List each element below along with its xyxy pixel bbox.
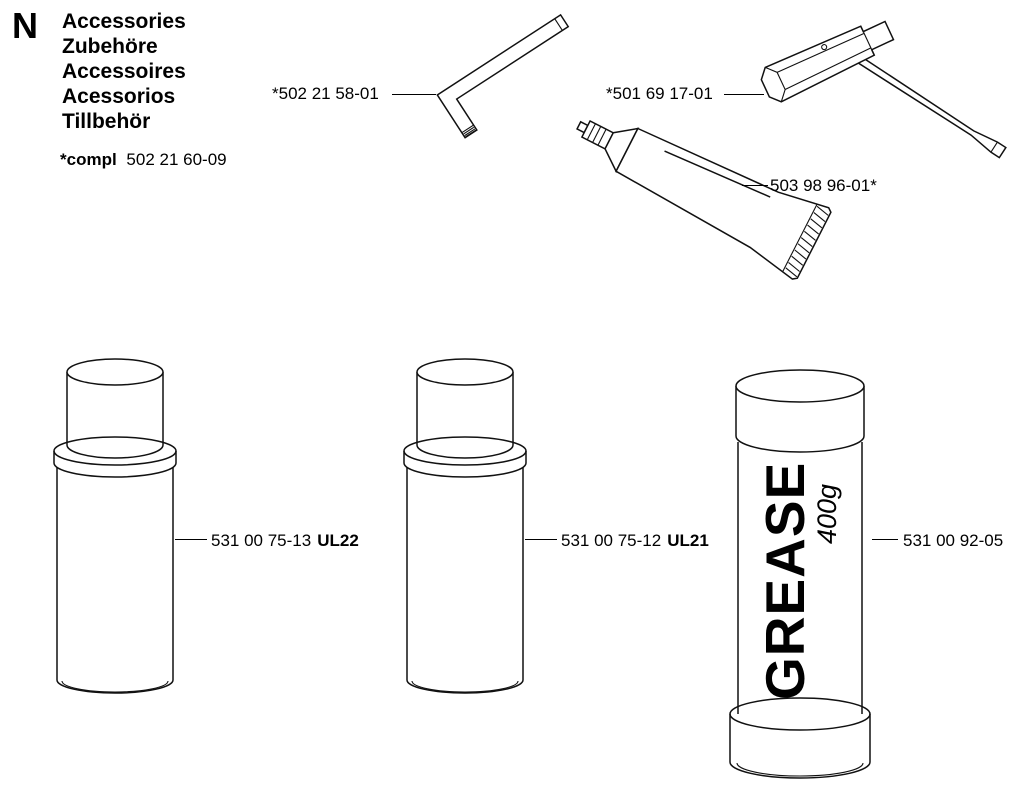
grease-body-text: GREASE (754, 462, 816, 700)
compl-reference: *compl 502 21 60-09 (60, 150, 227, 170)
leader-allen-key (392, 94, 436, 95)
sealant-tube-drawing (576, 119, 832, 280)
grease-weight-text: 400g (812, 484, 842, 544)
part-label-grease-cartridge: 531 00 92-05 (903, 531, 1004, 550)
title-block: Accessories Zubehöre Accessoires Acessor… (62, 9, 186, 134)
title-de: Zubehöre (62, 35, 158, 58)
title-en: Accessories (62, 10, 186, 33)
spray-can-1-drawing (53, 358, 177, 694)
socket-body (760, 20, 895, 103)
title-fr: Accessoires (62, 60, 186, 83)
part-code: UL22 (317, 531, 359, 550)
part-code: UL21 (667, 531, 709, 550)
compl-prefix: *compl (60, 150, 117, 169)
allen-key-drawing (436, 13, 570, 139)
leader-spray-can-1 (175, 539, 207, 540)
title-es: Acessorios (62, 85, 176, 108)
leader-spray-can-2 (525, 539, 557, 540)
section-letter: N (12, 5, 38, 46)
title-sv: Tillbehör (62, 110, 151, 133)
part-number: 531 00 75-13 (211, 531, 312, 550)
compl-number: 502 21 60-09 (126, 150, 227, 169)
part-label-spray-can-2: 531 00 75-12 UL21 (561, 531, 709, 551)
part-label-spray-can-1: 531 00 75-13 UL22 (211, 531, 359, 551)
part-label-socket-wrench: *501 69 17-01 (606, 84, 713, 103)
leader-sealant-tube (742, 185, 768, 186)
part-label-sealant-tube: 503 98 96-01* (770, 176, 877, 195)
grease-cartridge-drawing: GREASE 400g (729, 369, 871, 779)
socket-wrench-drawing (760, 20, 1007, 159)
screwdriver-shaft (857, 56, 1007, 159)
spray-can-2-drawing (403, 358, 527, 694)
part-label-allen-key: *502 21 58-01 (272, 84, 379, 103)
leader-socket-wrench (724, 94, 764, 95)
leader-grease-cartridge (872, 539, 898, 540)
part-number: 531 00 75-12 (561, 531, 662, 550)
